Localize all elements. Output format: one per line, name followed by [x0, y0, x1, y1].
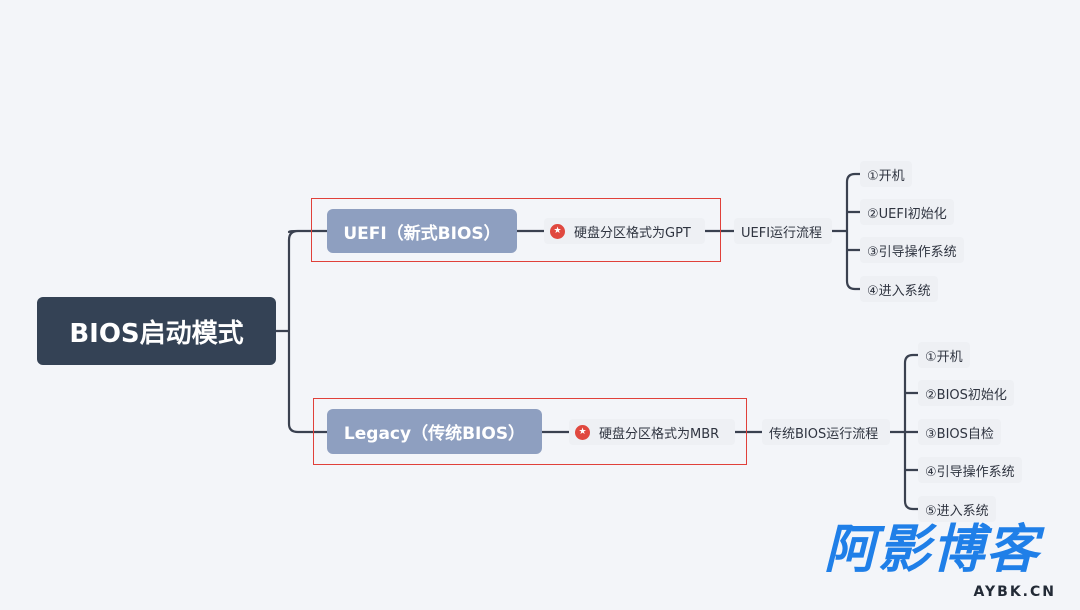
star-badge-icon: ★ — [550, 223, 565, 239]
uefi-branch-node[interactable]: UEFI（新式BIOS） — [327, 209, 517, 253]
legacy-step-4[interactable]: ④引导操作系统 — [918, 457, 1022, 483]
legacy-step-1[interactable]: ①开机 — [918, 342, 970, 368]
uefi-partition-label: 硬盘分区格式为GPT — [574, 225, 691, 241]
uefi-highlight-frame — [311, 198, 721, 262]
legacy-step-2[interactable]: ②BIOS初始化 — [918, 380, 1014, 406]
uefi-step-3[interactable]: ③引导操作系统 — [860, 237, 964, 263]
legacy-step-3[interactable]: ③BIOS自检 — [918, 419, 1001, 445]
watermark-main-text: 阿影博客 — [824, 520, 1041, 580]
uefi-flow-node[interactable]: UEFI运行流程 — [734, 218, 832, 244]
root-node[interactable]: BIOS启动模式 — [37, 297, 276, 365]
uefi-step-1[interactable]: ①开机 — [860, 161, 912, 187]
legacy-partition-label: 硬盘分区格式为MBR — [599, 426, 720, 442]
uefi-connector-line — [515, 172, 862, 291]
legacy-highlight-frame — [313, 398, 747, 465]
uefi-step-4[interactable]: ④进入系统 — [860, 276, 938, 302]
legacy-connector-line — [540, 353, 920, 511]
uefi-partition-tag[interactable]: ★ 硬盘分区格式为GPT — [544, 218, 705, 244]
uefi-step-2[interactable]: ②UEFI初始化 — [860, 199, 954, 225]
star-badge-icon: ★ — [575, 424, 590, 440]
watermark-sub-text: AYBK.CN — [973, 584, 1056, 600]
root-connector-line — [274, 229, 329, 434]
watermark-logo: 阿影博客 AYBK.CN — [824, 520, 1062, 600]
legacy-partition-tag[interactable]: ★ 硬盘分区格式为MBR — [569, 419, 735, 445]
legacy-flow-node[interactable]: 传统BIOS运行流程 — [762, 419, 890, 445]
legacy-branch-node[interactable]: Legacy（传统BIOS） — [327, 409, 542, 454]
legacy-step-5[interactable]: ⑤进入系统 — [918, 496, 996, 522]
